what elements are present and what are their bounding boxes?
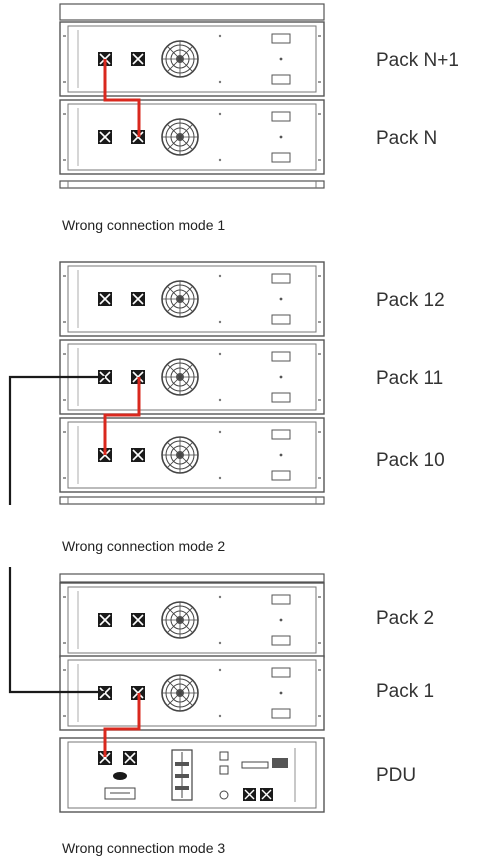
pack-label: Pack 1 xyxy=(376,681,434,702)
pack-label: Pack 12 xyxy=(376,290,445,311)
red-cable xyxy=(103,377,141,455)
pack-12 xyxy=(60,262,324,336)
pack-n xyxy=(60,100,324,174)
pack-label: Pack 11 xyxy=(376,368,443,389)
pack-n-plus-1 xyxy=(60,22,324,96)
section-caption: Wrong connection mode 2 xyxy=(62,538,225,554)
pack-label: Pack N xyxy=(376,128,437,149)
pdu xyxy=(60,738,324,812)
black-cable xyxy=(8,567,105,694)
top-edge xyxy=(59,3,325,21)
pack-2 xyxy=(60,583,324,657)
pack-label: Pack 10 xyxy=(376,450,445,471)
top-edge xyxy=(59,573,325,583)
red-cable xyxy=(103,59,141,137)
pack-10 xyxy=(60,418,324,492)
pack-label: PDU xyxy=(376,765,416,786)
pack-label: Pack N+1 xyxy=(376,50,459,71)
section-3: Pack 2 Pack 1 PDU Wrong connection mode … xyxy=(8,567,434,856)
section-2: Pack 12 Pack 11 Pack 10 Wrong connection… xyxy=(8,262,445,554)
section-caption: Wrong connection mode 1 xyxy=(62,217,225,233)
section-caption: Wrong connection mode 3 xyxy=(62,840,225,856)
pack-label: Pack 2 xyxy=(376,608,434,629)
red-cable xyxy=(103,693,141,757)
stack-edge xyxy=(59,496,325,505)
stack-edge xyxy=(59,180,325,189)
section-1: Pack N+1 Pack N Wrong connection mode 1 xyxy=(59,3,459,233)
black-cable xyxy=(8,375,105,505)
